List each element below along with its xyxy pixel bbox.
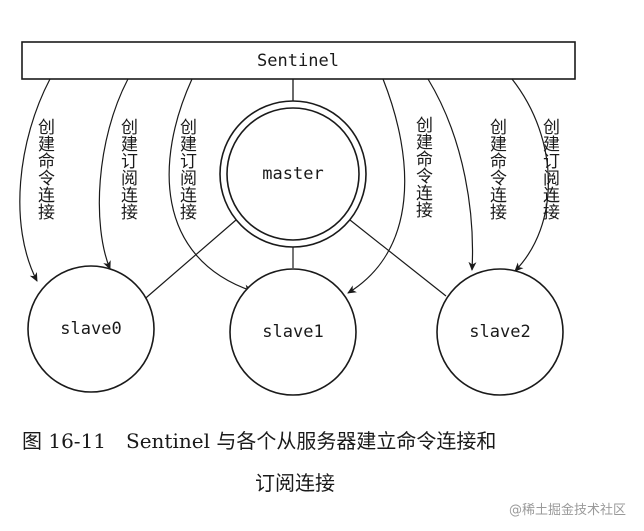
edge-arrow-c0 [19, 78, 51, 282]
master-inner-ring [226, 107, 360, 241]
master-slave0-line [139, 219, 237, 304]
edge-arrow-s1 [168, 78, 253, 293]
sentinel-diagram: Sentinel master slave0 slave1 slave2 [19, 41, 576, 396]
sentinel-label: Sentinel [257, 51, 339, 71]
master-label: master [262, 164, 323, 184]
edge-label-c2: 创建命令连接 [486, 118, 506, 220]
figure-caption-line2: 订阅连接 [255, 471, 335, 495]
edge-arrow-c2 [427, 78, 477, 271]
edge-label-s2: 创建订阅连接 [539, 118, 559, 220]
slave0-label: slave0 [60, 319, 121, 339]
slave0-node [27, 265, 155, 393]
edge-label-s1: 创建订阅连接 [176, 118, 196, 220]
slave1-node [229, 268, 357, 396]
edge-label-s0: 创建订阅连接 [117, 118, 137, 220]
edge-label-c1: 创建命令连接 [412, 116, 432, 218]
slave2-label: slave2 [469, 322, 530, 342]
master-slave2-line [349, 219, 447, 297]
slave2-node [436, 268, 564, 396]
edge-label-c0: 创建命令连接 [34, 118, 54, 220]
edge-arrow-s0 [98, 78, 129, 270]
edge-arrow-s2 [511, 78, 549, 272]
figure-caption-line1: 图 16-11 Sentinel 与各个从服务器建立命令连接和 [22, 429, 497, 453]
slave1-label: slave1 [262, 322, 323, 342]
edge-arrow-c1 [347, 78, 406, 294]
sentinel-box [21, 41, 576, 80]
watermark-text: @稀土掘金技术社区 [508, 503, 626, 518]
